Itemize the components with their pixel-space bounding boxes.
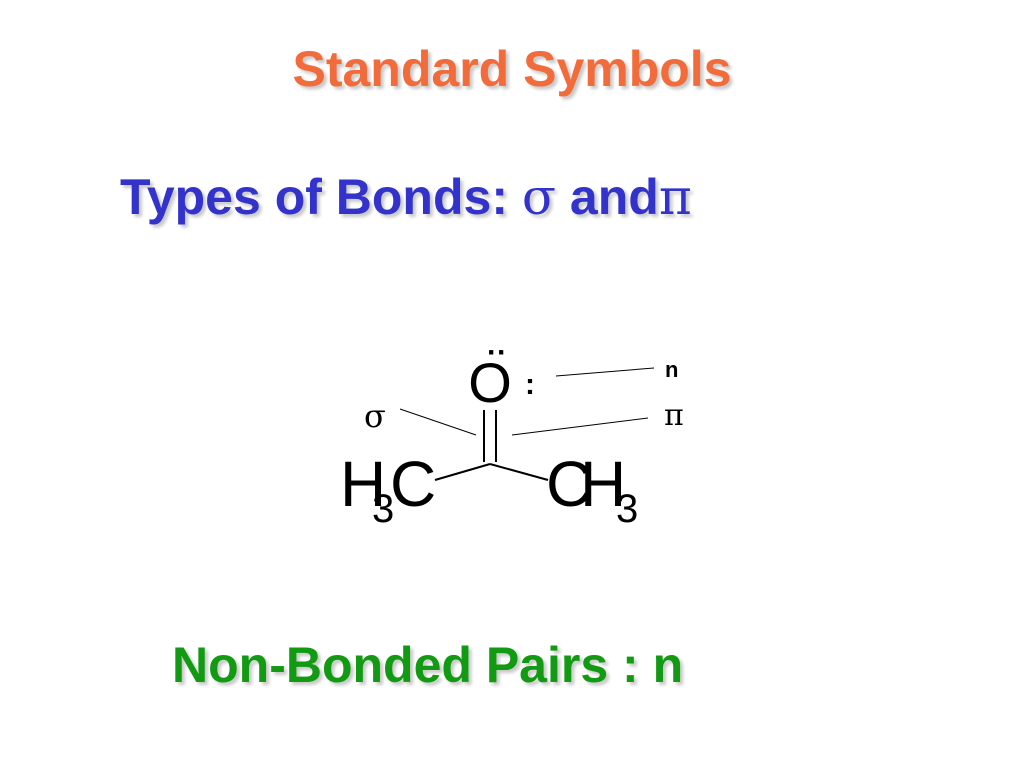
right-single-bond (489, 463, 549, 481)
sigma-symbol: σ (521, 168, 557, 226)
pi-bond-label: π (664, 398, 684, 433)
n-leader-line (555, 367, 655, 377)
left-carbon: C (390, 448, 436, 520)
sigma-leader-line (399, 408, 477, 436)
sigma-bond-label: σ (364, 397, 386, 435)
oxygen-atom: O (468, 351, 512, 414)
bond-types-label: Types of Bonds: (120, 169, 508, 225)
right-hydrogen: H (580, 448, 626, 520)
pi-leader-line (511, 417, 649, 436)
left-hydrogen: H (340, 448, 386, 520)
left-subscript-3: 3 (372, 487, 394, 531)
oxygen-side-lone-pair: : (525, 368, 535, 401)
slide-title: Standard Symbols (292, 41, 732, 97)
right-subscript-3: 3 (616, 487, 638, 531)
bond-types-heading: Types of Bonds: σ andπ (120, 168, 692, 226)
non-bonded-pairs-heading: Non-Bonded Pairs : n (172, 637, 684, 693)
left-single-bond (434, 463, 491, 481)
pi-symbol: π (658, 168, 692, 226)
and-word: and (569, 169, 659, 225)
oxygen-top-lone-pair: ·· (487, 336, 507, 369)
n-pair-label: n (665, 357, 678, 382)
right-carbon: C (546, 448, 592, 520)
